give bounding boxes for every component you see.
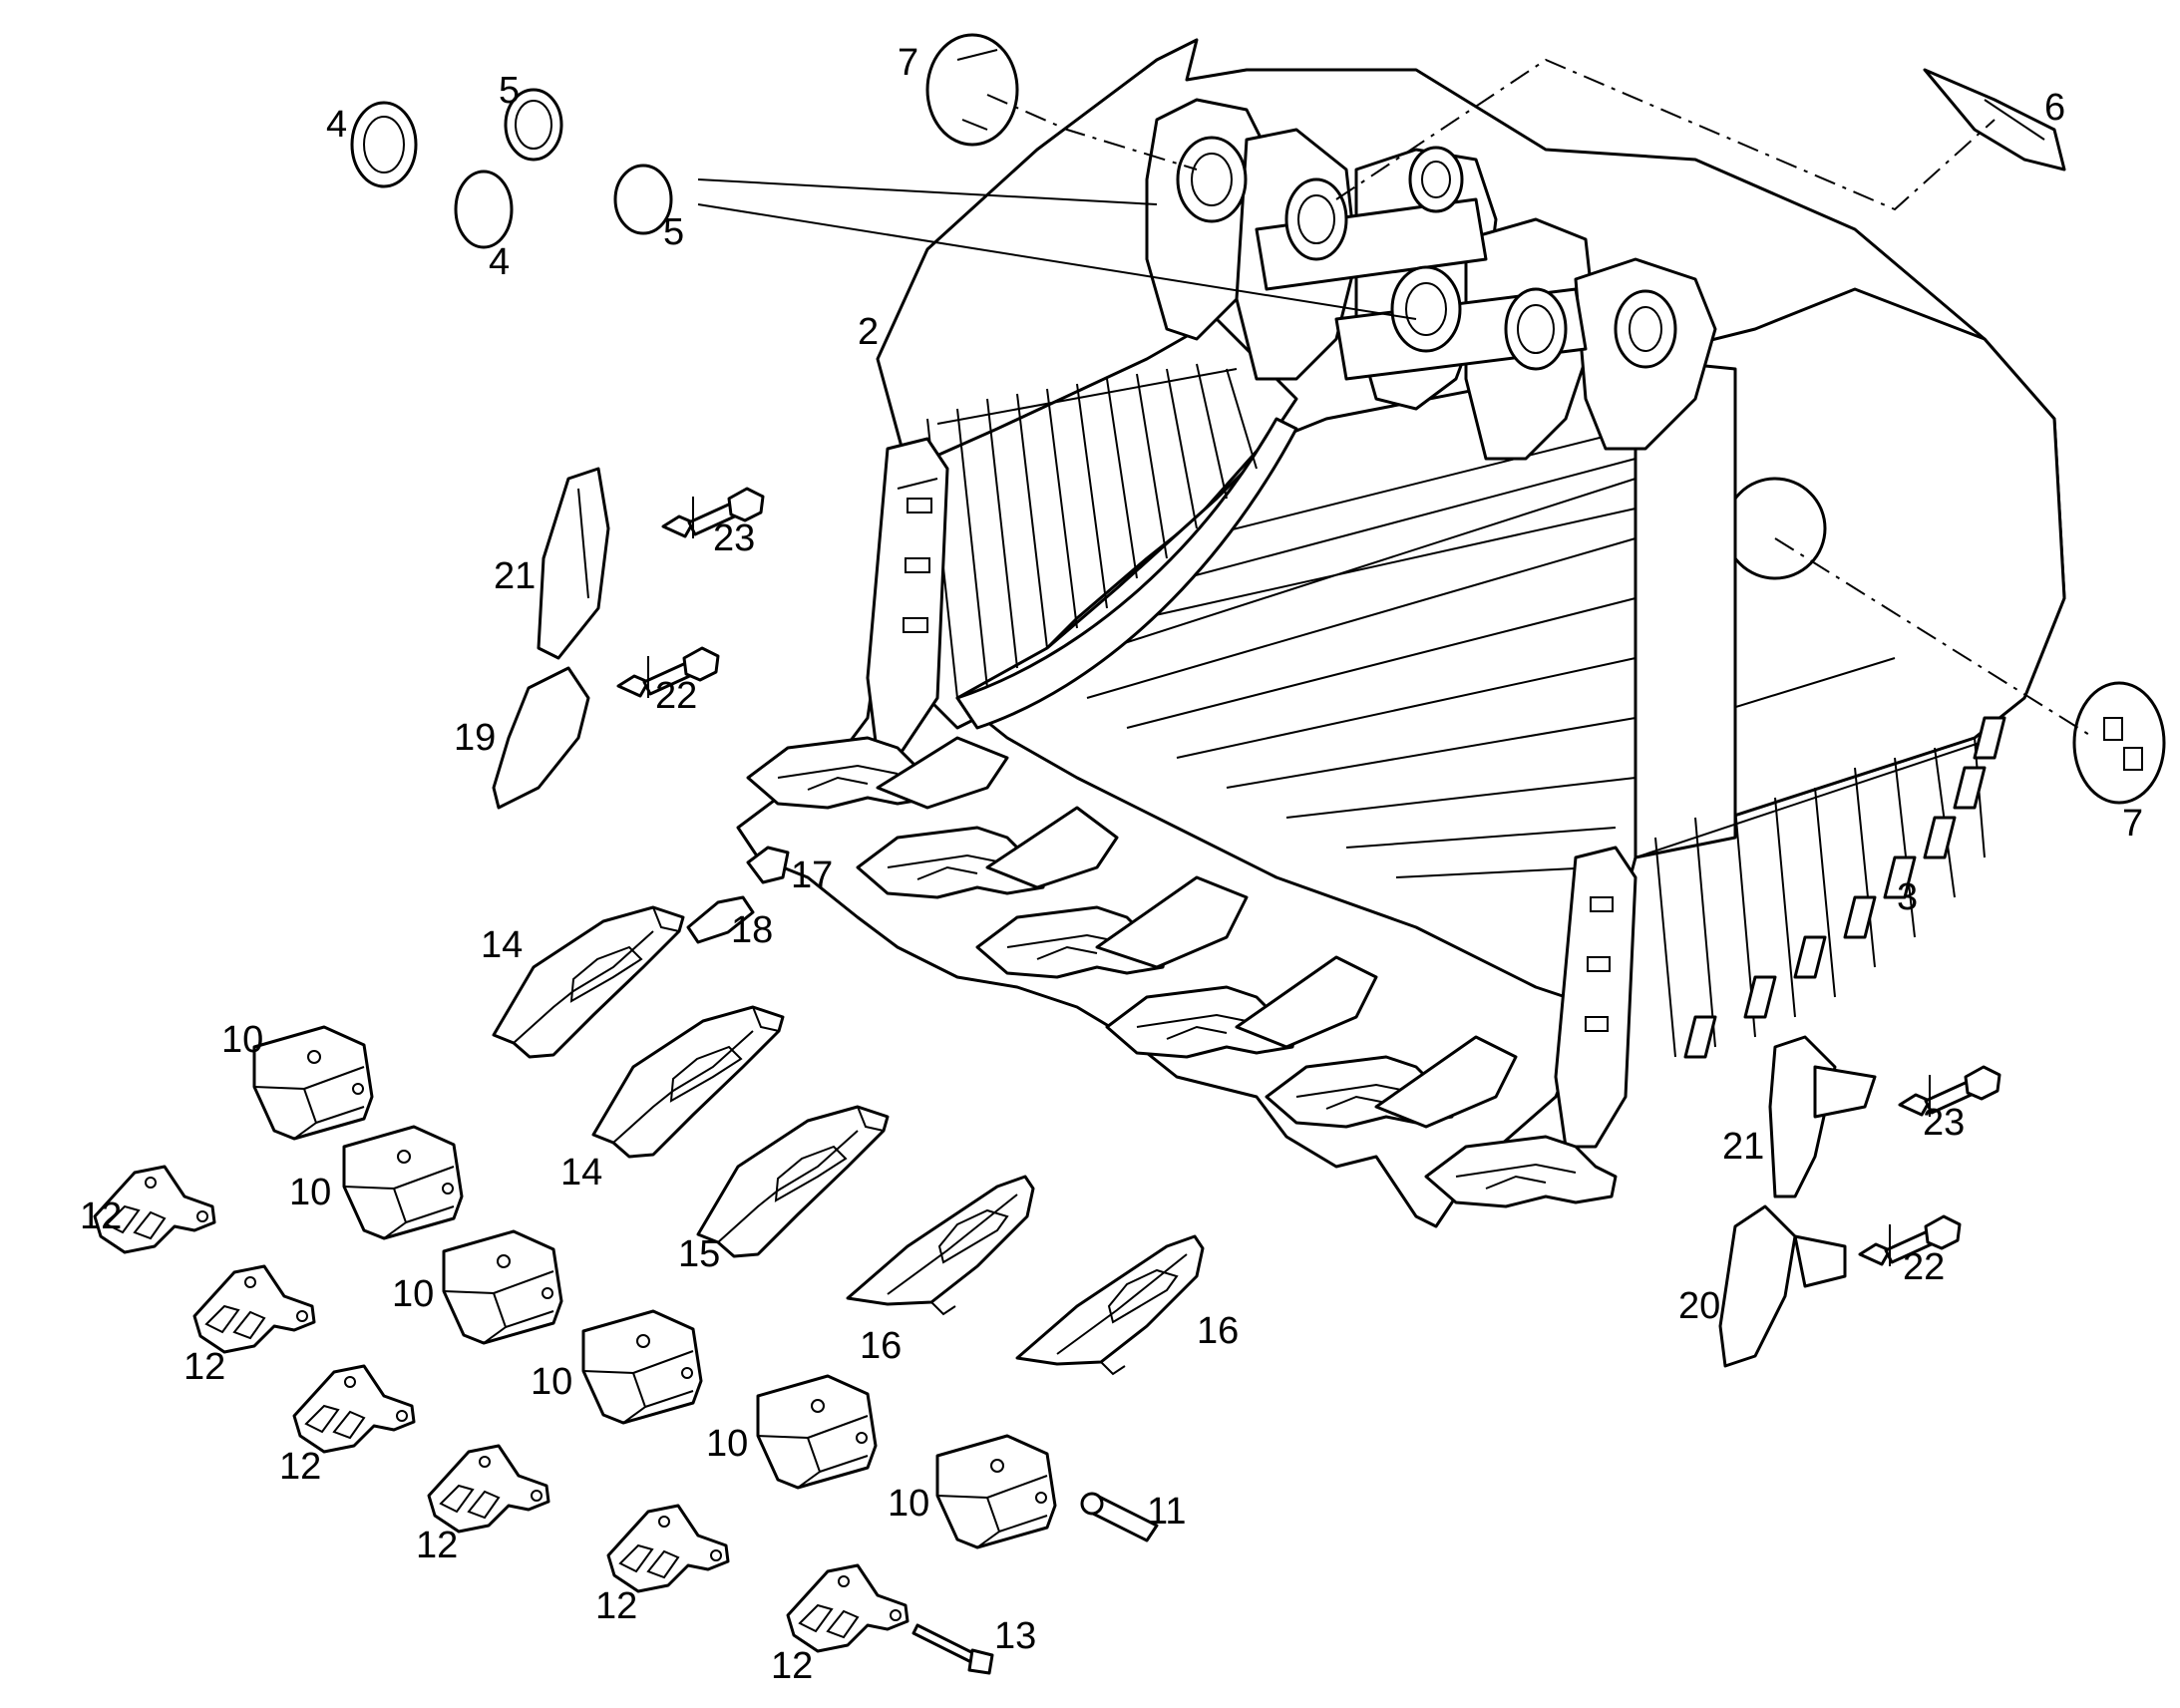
callout-5-lower: 5: [663, 211, 684, 253]
callout-12-c: 12: [279, 1446, 321, 1488]
side-shroud-19: [492, 666, 590, 810]
callout-12-d: 12: [416, 1525, 458, 1566]
callout-10-b: 10: [289, 1172, 331, 1213]
callout-21-left: 21: [494, 555, 536, 597]
callout-10-c: 10: [392, 1273, 434, 1315]
adapter-12-d: [427, 1444, 550, 1534]
callout-22-right: 22: [1903, 1246, 1945, 1288]
callout-labels: 7 5 4 4 5 6 2 23 21 22 19 7 17 18 3 14 1…: [80, 42, 2143, 1687]
callout-14-a: 14: [481, 924, 523, 966]
callout-6: 6: [2044, 87, 2065, 129]
callout-19: 19: [454, 717, 496, 759]
callout-20: 20: [1678, 1285, 1720, 1327]
callout-23-right: 23: [1923, 1102, 1965, 1144]
adapter-12-b: [192, 1264, 316, 1354]
callout-5-top: 5: [499, 70, 520, 112]
callout-18: 18: [731, 909, 773, 951]
pin-retainer-rings: [350, 88, 673, 249]
bolt-13: [911, 1623, 994, 1675]
pin-11: [1080, 1492, 1159, 1542]
callout-12-b: 12: [183, 1346, 225, 1388]
callout-21-right: 21: [1722, 1126, 1764, 1168]
callout-3: 3: [1897, 876, 1918, 918]
callout-4-left: 4: [326, 104, 347, 146]
mounted-adapters: [746, 736, 1618, 1208]
callout-17: 17: [791, 854, 833, 896]
leader-lines: [697, 58, 2095, 739]
callout-16-b: 16: [1197, 1310, 1239, 1352]
callout-23-left: 23: [713, 517, 755, 559]
callout-10-e: 10: [706, 1423, 748, 1465]
callout-10-d: 10: [531, 1361, 572, 1403]
callout-22-left: 22: [655, 675, 697, 717]
side-shroud-20: [1718, 1204, 1847, 1368]
callout-10-f: 10: [888, 1483, 929, 1525]
shroud-15: [696, 1105, 890, 1258]
callout-4-lower: 4: [489, 241, 510, 283]
side-shroud-21-left: [537, 467, 610, 660]
callout-15: 15: [678, 1233, 720, 1275]
pin-17: [746, 846, 790, 884]
callout-14-b: 14: [560, 1152, 602, 1194]
callout-13: 13: [994, 1615, 1036, 1657]
retainer-plate-7-right: [2072, 681, 2166, 805]
callout-7-right: 7: [2122, 803, 2143, 845]
wear-block-10-b: [342, 1125, 464, 1240]
callout-11: 11: [1147, 1491, 1186, 1533]
upper-link-brackets: [1145, 98, 1717, 461]
callout-12-a: 12: [80, 1196, 122, 1237]
callout-12-e: 12: [595, 1585, 637, 1627]
wear-block-10-c: [442, 1229, 563, 1345]
side-shroud-21-right: [1768, 1035, 1877, 1198]
adapter-12-c: [292, 1364, 416, 1454]
retainer-plate-7-top: [925, 33, 1019, 147]
wear-block-10-f: [935, 1434, 1057, 1549]
retainer-18: [686, 895, 755, 944]
wear-block-10-e: [756, 1374, 878, 1490]
callout-12-f: 12: [771, 1645, 813, 1687]
callout-16-a: 16: [860, 1325, 902, 1367]
wear-block-10-d: [581, 1309, 703, 1425]
tooth-16-a: [846, 1175, 1035, 1316]
callout-7-top: 7: [898, 42, 918, 84]
shroud-14-b: [591, 1005, 785, 1159]
wear-block-10-a: [252, 1025, 374, 1141]
adapter-12-f: [786, 1563, 909, 1653]
callout-2: 2: [858, 311, 879, 353]
tooth-16-b: [1015, 1234, 1205, 1376]
adapter-12-e: [606, 1504, 730, 1593]
callout-10-a: 10: [221, 1019, 263, 1061]
